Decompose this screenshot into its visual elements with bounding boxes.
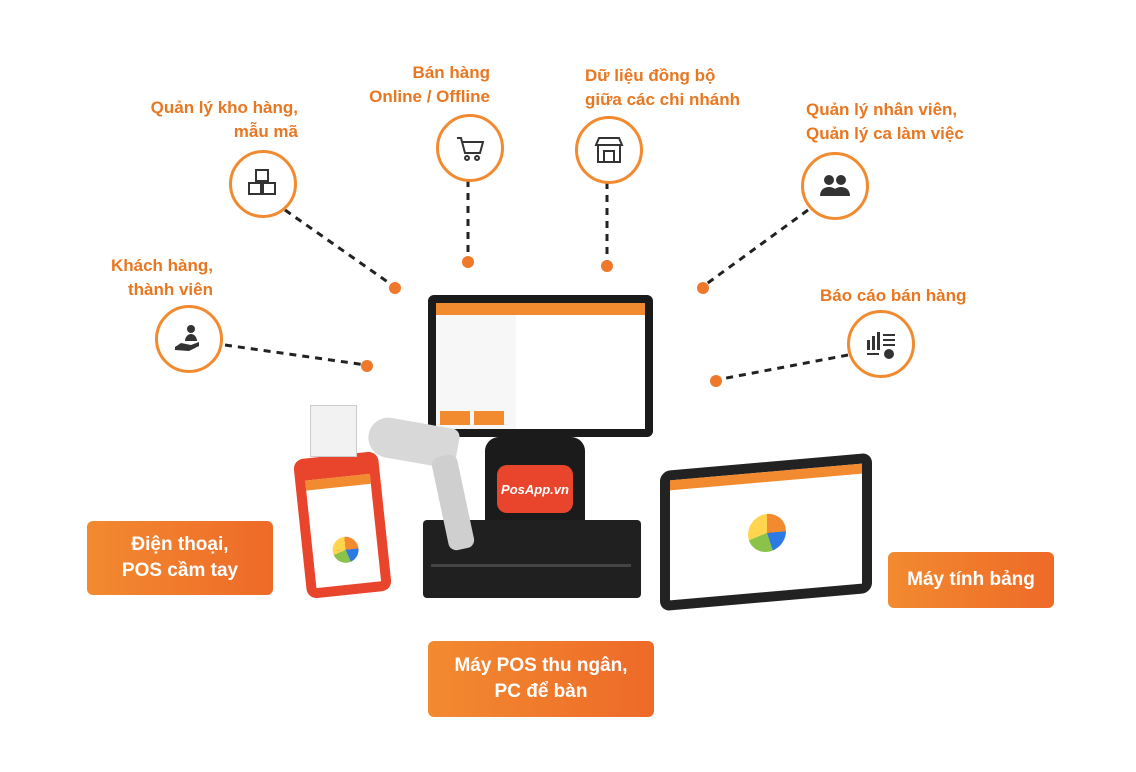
store-icon [575, 116, 643, 184]
posapp-logo: PosApp.vn [497, 465, 573, 513]
connector-dot [389, 282, 401, 294]
connector-dot [601, 260, 613, 272]
tablet [660, 452, 872, 612]
warehouse-label: Quản lý kho hàng, mẫu mã [150, 98, 298, 141]
handheld-screen [305, 473, 382, 589]
connector-dot [361, 360, 373, 372]
phone-pos-badge: Điện thoại,POS cầm tay [87, 521, 273, 595]
online-label: Bán hàng Online / Offline [369, 63, 490, 106]
customers-label: Khách hàng, thành viên [110, 256, 213, 299]
hand-person-icon [155, 305, 223, 373]
pos-screen [436, 303, 645, 429]
receipt-paper [310, 405, 357, 457]
pos-monitor [428, 295, 653, 437]
cart-icon [436, 114, 504, 182]
people-icon [801, 152, 869, 220]
boxes-icon [229, 150, 297, 218]
connector-dot [710, 375, 722, 387]
connector-dot [462, 256, 474, 268]
handheld-pos [292, 450, 393, 600]
pos-stand: PosApp.vn [485, 437, 585, 547]
connector-dot [697, 282, 709, 294]
staff-label: Quản lý nhân viên, Quản lý ca làm việc [806, 100, 964, 143]
sync-label: Dữ liệu đồng bộ giữa các chi nhánh [585, 66, 740, 109]
reports-label: Báo cáo bán hàng [820, 286, 967, 305]
desktop-pos-badge: Máy POS thu ngân,PC để bàn [428, 641, 654, 717]
report-icon [847, 310, 915, 378]
tablet-badge: Máy tính bảng [888, 552, 1054, 608]
tablet-screen [670, 463, 862, 601]
